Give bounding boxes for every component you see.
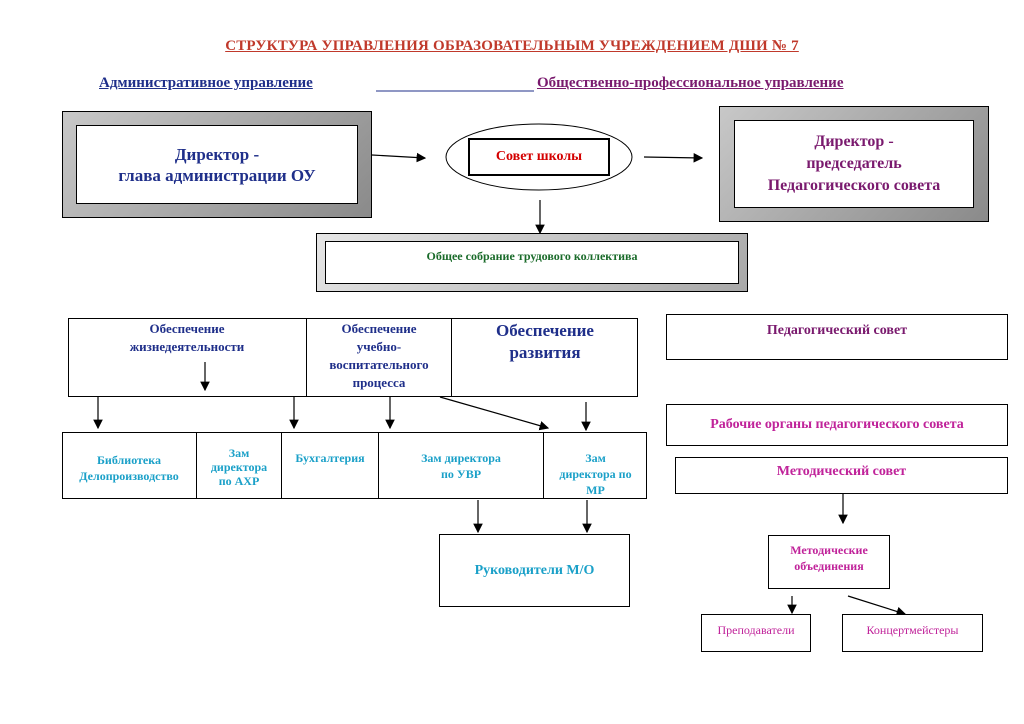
unit-deputy-uvr: Зам директора по УВР bbox=[379, 432, 544, 499]
unit-deputy-mr-line1: Зам bbox=[585, 451, 606, 465]
unit-deputy-ahr: Зам директора по АХР bbox=[197, 432, 282, 499]
method-council-label: Методический совет bbox=[776, 464, 907, 479]
support-edu-line4: процесса bbox=[352, 375, 406, 390]
unit-deputy-mr-line3: МР bbox=[586, 483, 605, 497]
unit-deputy-uvr-line2: по УВР bbox=[440, 467, 482, 481]
support-life-cell: Обеспечение жизнедеятельности bbox=[68, 318, 307, 397]
mo-heads-label: Руководители М/О bbox=[474, 562, 595, 578]
support-life-line1: Обеспечение bbox=[149, 321, 225, 336]
method-assoc-line2: объединения bbox=[794, 559, 864, 573]
unit-accounting: Бухгалтерия bbox=[282, 432, 379, 499]
general-meeting-label: Общее собрание трудового коллектива bbox=[426, 249, 638, 263]
support-dev-cell: Обеспечение развития bbox=[452, 318, 638, 368]
director-ped-box: Директор - председатель Педагогического … bbox=[719, 106, 989, 222]
director-ped-line2: председатель bbox=[806, 155, 902, 172]
director-admin-line2: глава администрации ОУ bbox=[118, 165, 316, 185]
support-edu-line2: учебно- bbox=[356, 339, 402, 354]
support-life-line2: жизнедеятельности bbox=[129, 339, 245, 354]
method-assoc-box: Методические объединения bbox=[768, 535, 890, 589]
teachers-label: Преподаватели bbox=[717, 623, 795, 637]
working-bodies-label: Рабочие органы педагогического совета bbox=[710, 417, 964, 432]
accompanists-label: Концертмейстеры bbox=[866, 623, 959, 637]
page-title: СТРУКТУРА УПРАВЛЕНИЯ ОБРАЗОВАТЕЛЬНЫМ УЧР… bbox=[225, 38, 799, 54]
unit-library-line2: Делопроизводство bbox=[79, 469, 179, 483]
support-edu-line1: Обеспечение bbox=[341, 321, 417, 336]
units-row bbox=[62, 432, 647, 499]
unit-deputy-mr-line2: директора по bbox=[559, 467, 632, 481]
unit-deputy-mr: Зам директора по МР bbox=[544, 432, 647, 499]
arrow-to-mr-diagonal bbox=[439, 396, 550, 431]
unit-deputy-ahr-line1: Зам bbox=[228, 446, 250, 460]
support-edu-cell: Обеспечение учебно- воспитательного проц… bbox=[307, 318, 452, 397]
mo-heads-box: Руководители М/О bbox=[439, 534, 630, 607]
ped-council-box: Педагогический совет bbox=[666, 314, 1008, 360]
unit-library: Библиотека Делопроизводство bbox=[62, 432, 197, 499]
accompanists-box: Концертмейстеры bbox=[842, 614, 983, 652]
public-management-header: Общественно-профессиональное управление bbox=[537, 75, 844, 91]
general-meeting-box: Общее собрание трудового коллектива bbox=[316, 233, 748, 292]
teachers-box: Преподаватели bbox=[701, 614, 811, 652]
support-block bbox=[68, 318, 638, 397]
director-admin-box: Директор - глава администрации ОУ bbox=[62, 111, 372, 218]
unit-deputy-ahr-line2: директора bbox=[210, 460, 268, 474]
director-admin-line1: Директор - bbox=[174, 144, 260, 164]
support-edu-line3: воспитательного bbox=[329, 357, 429, 372]
school-council-label: Совет школы bbox=[495, 149, 583, 164]
unit-accounting-label: Бухгалтерия bbox=[295, 451, 365, 465]
arrow-director-to-council bbox=[371, 152, 427, 163]
unit-deputy-uvr-line1: Зам директора bbox=[421, 451, 501, 465]
arrow-council-to-ped-director bbox=[643, 153, 704, 163]
working-bodies-box: Рабочие органы педагогического совета bbox=[666, 404, 1008, 446]
support-dev-line2: развития bbox=[509, 343, 581, 362]
school-council-box: Совет школы bbox=[468, 138, 610, 176]
admin-management-header: Административное управление bbox=[99, 75, 313, 91]
unit-library-line1: Библиотека bbox=[97, 453, 161, 467]
support-dev-line1: Обеспечение bbox=[496, 321, 594, 340]
director-ped-line1: Директор - bbox=[814, 133, 894, 150]
ped-council-label: Педагогический совет bbox=[766, 323, 908, 338]
method-assoc-line1: Методические bbox=[790, 543, 868, 557]
director-ped-line3: Педагогического совета bbox=[767, 177, 941, 194]
method-council-box: Методический совет bbox=[675, 457, 1008, 494]
arrow-to-accompanists bbox=[847, 595, 907, 617]
unit-deputy-ahr-line3: по АХР bbox=[218, 474, 260, 488]
